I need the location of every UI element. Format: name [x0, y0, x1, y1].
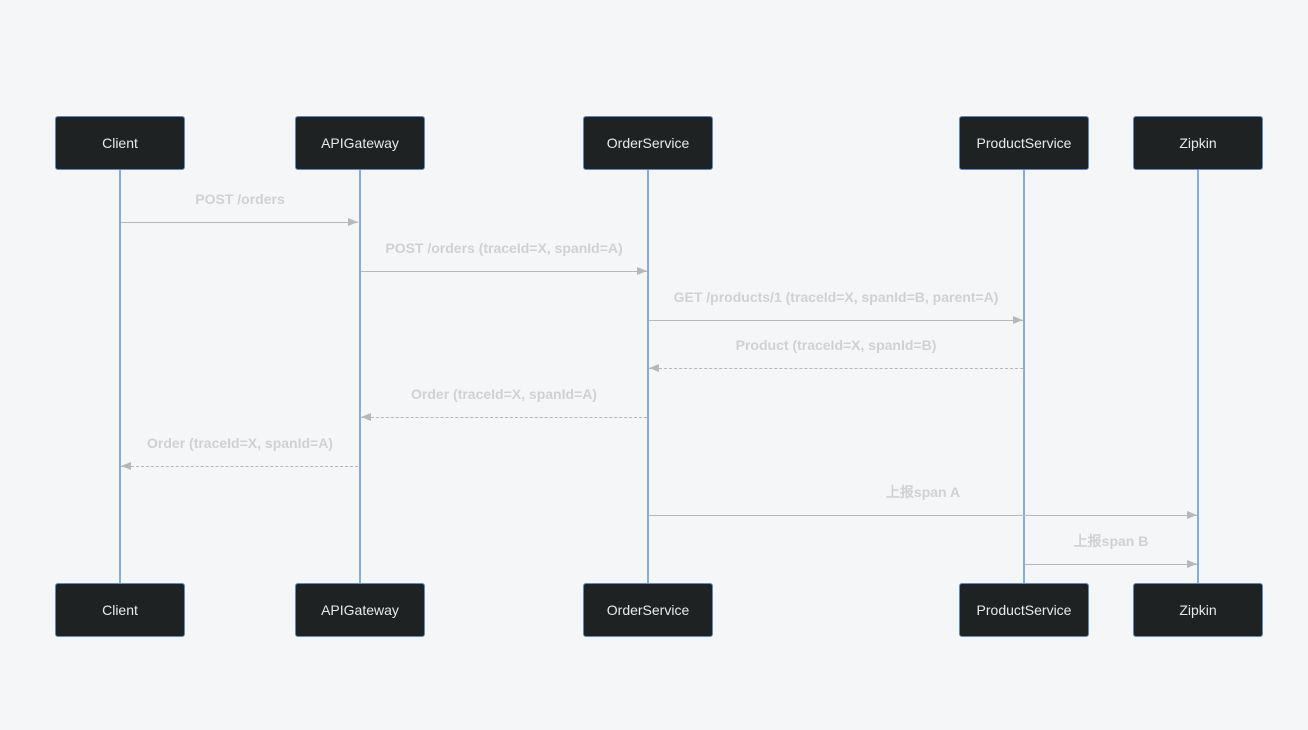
actor-label: Zipkin [1179, 602, 1217, 618]
actor-top-productservice: ProductService [959, 116, 1089, 170]
actor-label: Client [102, 602, 138, 618]
message-arrow-get-products [649, 316, 1023, 324]
lifeline-client [119, 170, 121, 583]
message-arrow-product-reply [649, 364, 1023, 372]
actor-top-orderservice: OrderService [583, 116, 713, 170]
lifeline-zipkin [1197, 170, 1199, 583]
message-label-product-reply: Product (traceId=X, spanId=B) [735, 337, 937, 353]
message-label-post-orders-traced: POST /orders (traceId=X, spanId=A) [385, 240, 623, 256]
lifeline-orderservice [647, 170, 649, 583]
message-label-post-orders: POST /orders [195, 191, 285, 207]
actor-bottom-client: Client [55, 583, 185, 637]
actor-label: Client [102, 135, 138, 151]
lifeline-apigateway [359, 170, 361, 583]
actor-bottom-zipkin: Zipkin [1133, 583, 1263, 637]
actor-top-zipkin: Zipkin [1133, 116, 1263, 170]
actor-label: APIGateway [321, 602, 399, 618]
message-label-order-reply-gateway: Order (traceId=X, spanId=A) [411, 386, 597, 402]
message-label-report-span-a: 上报span A [885, 484, 961, 500]
actor-bottom-apigateway: APIGateway [295, 583, 425, 637]
actor-label: ProductService [976, 135, 1072, 151]
message-arrow-post-orders-traced [361, 267, 647, 275]
actor-label: ProductService [976, 602, 1072, 618]
actor-top-client: Client [55, 116, 185, 170]
message-arrow-order-reply-client [121, 462, 358, 470]
message-label-order-reply-client: Order (traceId=X, spanId=A) [147, 435, 333, 451]
message-arrow-report-span-a [649, 511, 1197, 519]
actor-label: Zipkin [1179, 135, 1217, 151]
actor-bottom-orderservice: OrderService [583, 583, 713, 637]
message-label-report-span-b: 上报span B [1073, 533, 1149, 549]
actor-label: OrderService [606, 135, 690, 151]
message-arrow-post-orders [121, 218, 358, 226]
actor-bottom-productservice: ProductService [959, 583, 1089, 637]
actor-top-apigateway: APIGateway [295, 116, 425, 170]
actor-label: APIGateway [321, 135, 399, 151]
lifeline-productservice [1023, 170, 1025, 583]
message-arrow-report-span-b [1025, 560, 1197, 568]
actor-label: OrderService [606, 602, 690, 618]
message-label-get-products: GET /products/1 (traceId=X, spanId=B, pa… [673, 289, 999, 305]
message-arrow-order-reply-gateway [361, 413, 647, 421]
